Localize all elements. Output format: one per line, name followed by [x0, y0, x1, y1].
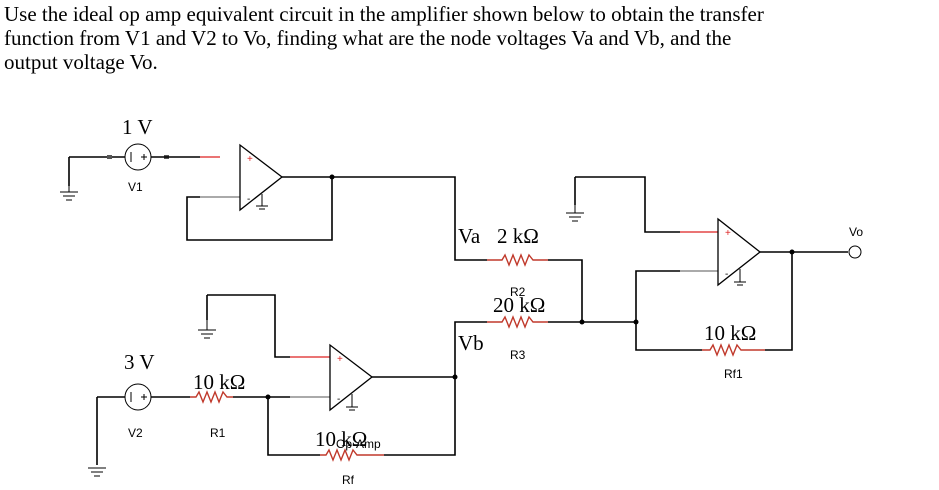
r2-name-label: R2	[510, 285, 526, 299]
junction-summing-node	[579, 319, 585, 325]
vo-label: Vo	[849, 225, 863, 239]
svg-text:-: -	[247, 194, 250, 205]
svg-text:+: +	[247, 154, 253, 165]
r3-name-label: R3	[510, 348, 526, 362]
buffer-opamp: + -	[239, 143, 284, 212]
problem-line-3: output voltage Vo.	[4, 50, 158, 74]
v1-value-label: 1 V	[122, 115, 153, 139]
ground-symbol-v1	[60, 157, 78, 201]
svg-text:+: +	[725, 228, 731, 239]
r3-resistor	[487, 315, 548, 329]
rf-name-label: Rf	[342, 473, 355, 487]
vo-terminal	[848, 245, 862, 259]
rf-resistor	[320, 448, 384, 462]
wire-buffer-to-va	[332, 176, 487, 261]
opamp-label: Op-Amp	[336, 437, 381, 451]
ground-symbol-v2	[88, 397, 106, 477]
svg-text:-: -	[337, 394, 340, 405]
r1-name-label: R1	[210, 426, 226, 440]
v2-value-label: 3 V	[124, 350, 155, 374]
r3-value-label: 20 kΩ	[493, 293, 545, 317]
rf1-value-label: 10 kΩ	[704, 321, 756, 345]
problem-line-1: Use the ideal op amp equivalent circuit …	[4, 2, 764, 26]
amp2-opamp: + -	[329, 343, 374, 412]
r2-resistor	[487, 253, 548, 267]
rf-value-label: 10 kΩ	[315, 427, 367, 451]
svg-text:-: -	[725, 269, 728, 280]
ground-symbol-amp2-plus	[198, 294, 290, 358]
problem-statement: Use the ideal op amp equivalent circuit …	[4, 2, 934, 74]
wire-buffer-output-feedback	[186, 176, 333, 241]
va-label: Va	[458, 224, 481, 248]
problem-line-2: function from V1 and V2 to Vo, finding w…	[4, 26, 732, 50]
vb-label: Vb	[458, 331, 484, 355]
amp3-opamp: + -	[717, 217, 762, 287]
wire-rf1-feedback	[635, 252, 793, 351]
rf1-resistor	[702, 343, 765, 357]
v2-source	[124, 383, 152, 411]
v2-name-label: V2	[128, 426, 143, 440]
rf1-name-label: Rf1	[724, 367, 743, 381]
r1-value-label: 10 kΩ	[193, 370, 245, 394]
ground-symbol-amp3-plus	[566, 176, 680, 233]
r2-value-label: 2 kΩ	[497, 224, 539, 248]
wire-r2-to-node	[548, 259, 583, 322]
r1-resistor	[190, 390, 233, 404]
wire-node-to-amp3-minus	[635, 270, 680, 322]
svg-text:+: +	[337, 354, 343, 365]
v1-name-label: V1	[128, 180, 143, 194]
wire-rf-feedback	[267, 321, 487, 456]
